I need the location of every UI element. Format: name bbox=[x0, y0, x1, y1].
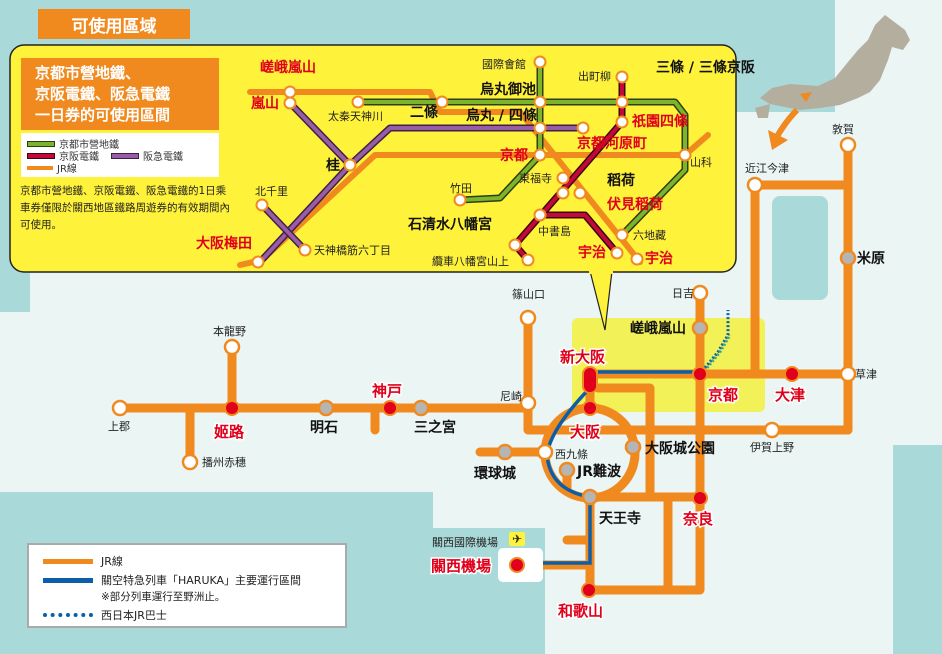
station-label: 稻荷 bbox=[607, 172, 635, 189]
lake-biwa bbox=[772, 196, 828, 300]
page-title: 可使用區域 bbox=[38, 9, 190, 39]
station-label: 關西國際機場 bbox=[432, 535, 498, 549]
station-label: 烏丸 / 四條 bbox=[466, 107, 538, 124]
station-label: 大阪 bbox=[570, 423, 601, 441]
station-label: 三之宮 bbox=[414, 419, 456, 436]
station-label: 京都 bbox=[500, 147, 528, 164]
station-label: 播州赤穗 bbox=[202, 455, 246, 469]
station-label: 祇園四條 bbox=[631, 113, 689, 130]
station-label: 三條 / 三條京阪 bbox=[656, 59, 756, 76]
inset-note: 京都市營地鐵、京阪電鐵、阪急電鐵的1日乘車券僅限於關西地區鐵路周遊券的有效期間內… bbox=[20, 185, 230, 231]
station-label: 國際會館 bbox=[482, 57, 526, 71]
station-label: 烏丸御池 bbox=[480, 81, 536, 98]
legend-haruka: 關空特急列車「HARUKA」主要運行區間 bbox=[43, 572, 301, 588]
japan-locator-map bbox=[755, 15, 910, 150]
station-label: 纜車八幡宮山上 bbox=[432, 254, 509, 268]
legend-label: 阪急電鐵 bbox=[143, 152, 183, 163]
station-label: 奈良 bbox=[682, 510, 713, 528]
legend-label: 西日本JR巴士 bbox=[101, 609, 167, 622]
inset-station-markers bbox=[251, 55, 692, 269]
jr-bus-line-shade bbox=[700, 334, 732, 375]
hankyu-swatch bbox=[111, 152, 139, 159]
station-label: 京都 bbox=[708, 386, 738, 404]
station-label: 中書島 bbox=[538, 224, 571, 238]
airport-icon bbox=[509, 532, 525, 546]
station-label: 明石 bbox=[310, 420, 338, 436]
legend-label: 京都市營地鐵 bbox=[59, 140, 119, 151]
station-label: 日吉 bbox=[672, 287, 694, 300]
station-label: 本龍野 bbox=[213, 324, 246, 338]
station-label: 嵐山 bbox=[250, 96, 279, 112]
legend-label: JR線 bbox=[57, 164, 77, 175]
legend-hankyu: 阪急電鐵 bbox=[111, 148, 183, 163]
station-label: 姬路 bbox=[214, 423, 245, 441]
inset-heading-line: 京都市營地鐵、 bbox=[35, 64, 141, 82]
station-label: 東福寺 bbox=[519, 171, 552, 185]
legend-label: 關空特急列車「HARUKA」主要運行區間 bbox=[101, 574, 302, 587]
keihan-swatch bbox=[27, 152, 55, 159]
airport-glyph: ✈ bbox=[512, 532, 522, 546]
station-label: 太秦天神川 bbox=[328, 109, 383, 123]
station-label: 天神橋筋六丁目 bbox=[314, 243, 391, 257]
station-label: 伊賀上野 bbox=[750, 441, 794, 454]
station-label: 敦賀 bbox=[832, 122, 854, 136]
station-label: 京都河原町 bbox=[577, 135, 647, 152]
station-label: 山科 bbox=[690, 155, 712, 169]
station-label: 桂 bbox=[325, 157, 340, 174]
jr-swatch bbox=[43, 558, 93, 564]
station-label: 環球城 bbox=[474, 465, 516, 482]
legend-label: 京阪電鐵 bbox=[59, 152, 99, 163]
map-legend: JR線 關空特急列車「HARUKA」主要運行區間 ※部分列車運行至野洲止。 西日… bbox=[27, 543, 347, 628]
station-label: 神戸 bbox=[372, 382, 402, 400]
station-label: JR難波 bbox=[576, 463, 622, 480]
jr-swatch bbox=[27, 165, 53, 170]
station-label: 篠山口 bbox=[512, 287, 545, 301]
station-label: 大阪梅田 bbox=[196, 235, 252, 252]
station-label: 尼崎 bbox=[500, 389, 522, 403]
station-label: 大津 bbox=[775, 386, 805, 404]
station-label: 新大阪 bbox=[560, 348, 606, 366]
station-label: 草津 bbox=[855, 368, 877, 381]
station-label: 近江今津 bbox=[745, 161, 789, 175]
station-label: 宇治 bbox=[645, 250, 673, 267]
station-label: 二條 bbox=[410, 104, 439, 121]
station-label: 出町柳 bbox=[578, 69, 611, 83]
station-label: 宇治 bbox=[578, 244, 606, 261]
inset-heading: 京都市營地鐵、 京阪電鐵、阪急電鐵 一日券的可使用區間 bbox=[21, 58, 219, 130]
station-label: 上郡 bbox=[108, 420, 130, 433]
legend-haruka-note: ※部分列車運行至野洲止。 bbox=[101, 591, 226, 603]
inset-heading-line: 京阪電鐵、阪急電鐵 bbox=[35, 85, 171, 103]
station-label: 伏見稻荷 bbox=[607, 196, 663, 213]
legend-bus: 西日本JR巴士 bbox=[43, 607, 167, 623]
station-label: 關西機場 bbox=[431, 557, 491, 575]
station-label: 嵯峨嵐山 bbox=[260, 59, 316, 76]
station-label: 北千里 bbox=[255, 185, 288, 198]
station-label: 六地藏 bbox=[633, 229, 666, 242]
legend-jr: JR線 bbox=[27, 160, 77, 175]
station-label: 竹田 bbox=[450, 181, 472, 195]
legend-subway: 京都市營地鐵 bbox=[27, 136, 119, 151]
inset-legend: 京都市營地鐵 京阪電鐵 阪急電鐵 JR線 bbox=[21, 133, 219, 177]
bus-swatch bbox=[43, 613, 93, 617]
legend-jr-line: JR線 bbox=[43, 553, 123, 569]
station-label: 大阪城公園 bbox=[645, 440, 715, 457]
station-label: 嵯峨嵐山 bbox=[630, 320, 686, 337]
station-markers bbox=[111, 136, 857, 598]
station-label: 西九條 bbox=[555, 447, 588, 461]
jr-bus-line bbox=[698, 310, 730, 375]
haruka-swatch bbox=[43, 577, 93, 583]
subway-swatch bbox=[27, 140, 55, 147]
station-label: 米原 bbox=[857, 250, 885, 267]
station-label: 石清水八幡宮 bbox=[407, 216, 492, 233]
inset-heading-line: 一日券的可使用區間 bbox=[35, 106, 171, 124]
station-label: 天王寺 bbox=[599, 511, 641, 527]
legend-label: JR線 bbox=[101, 555, 123, 568]
station-label: 和歌山 bbox=[558, 602, 603, 620]
legend-keihan: 京阪電鐵 bbox=[27, 148, 99, 163]
